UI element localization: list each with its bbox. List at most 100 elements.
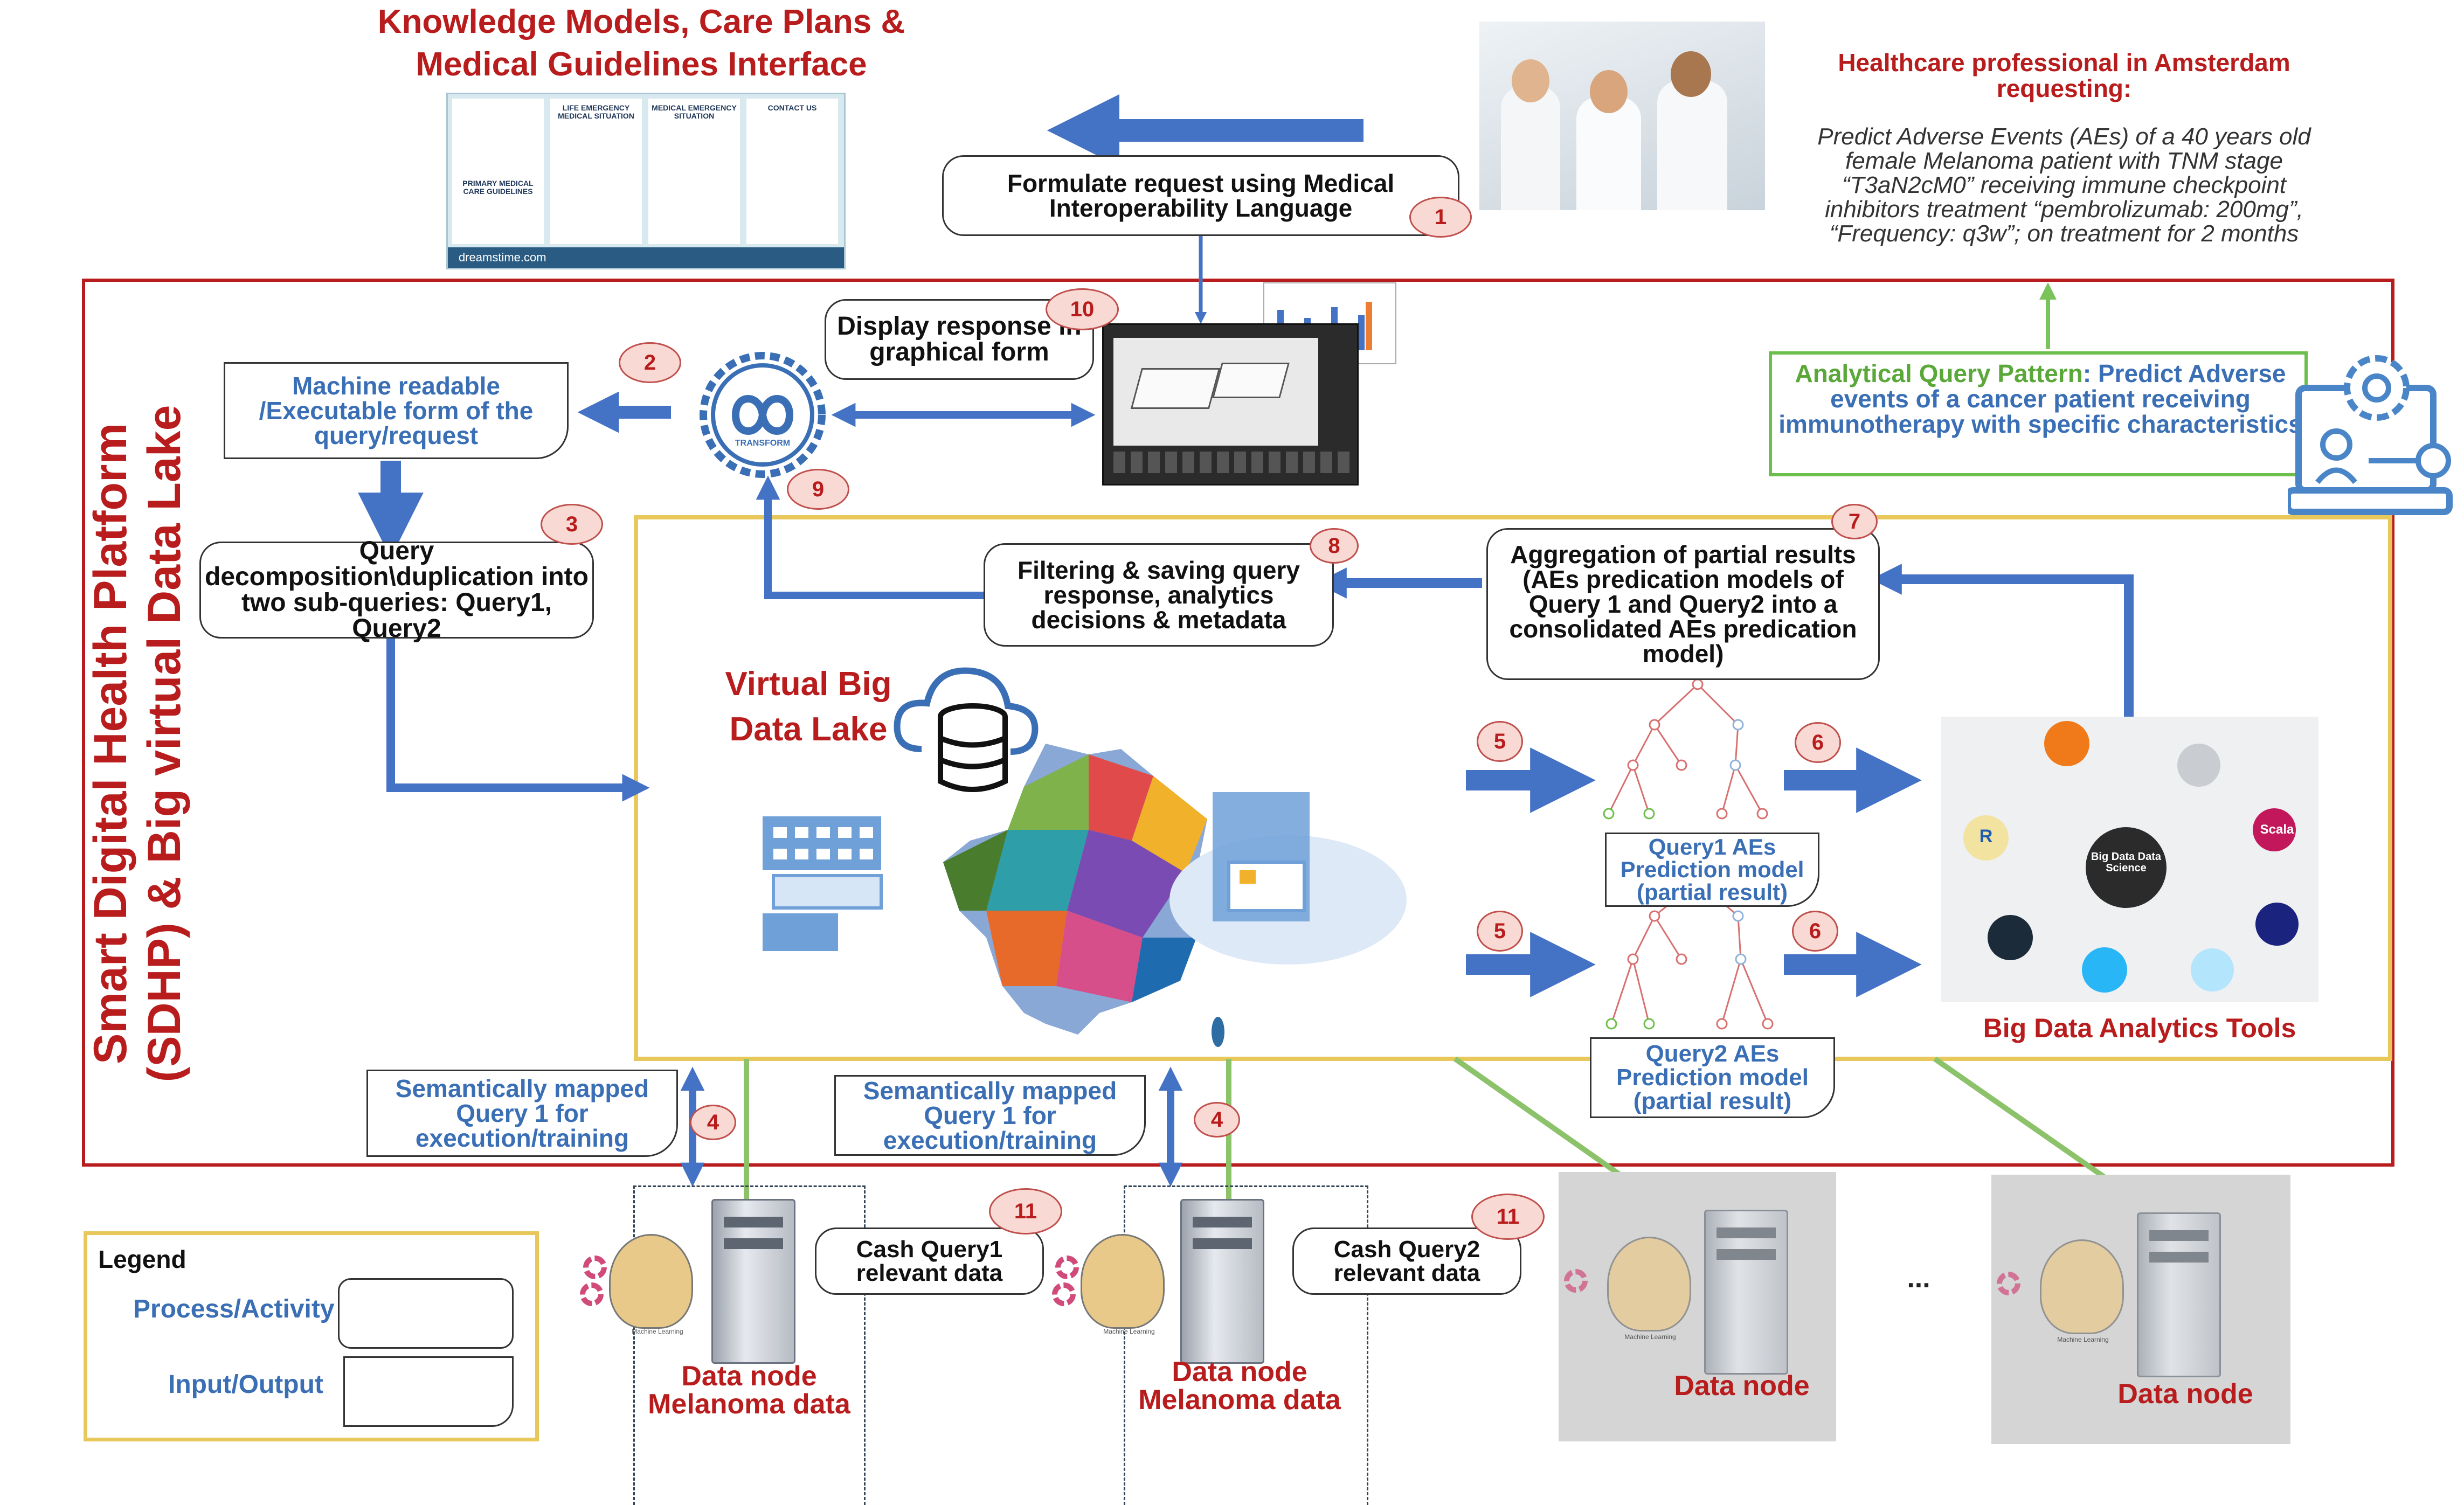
guidelines-title-line2: Medical Guidelines Interface bbox=[416, 46, 867, 84]
arrow-filtering-to-transform bbox=[756, 475, 986, 599]
step-badge-11b: 11 bbox=[1471, 1194, 1545, 1240]
legend-title: Legend bbox=[98, 1245, 186, 1273]
data-node-melanoma-2-label: Data node Melanoma data bbox=[1116, 1358, 1363, 1414]
buildings-icon-left bbox=[752, 784, 913, 956]
data-node-melanoma-2-line1: Data node bbox=[1172, 1356, 1307, 1388]
guidelines-panel-4-text: CONTACT US bbox=[767, 103, 817, 112]
scala-tool-icon: Scala bbox=[2260, 822, 2294, 837]
gear-icon-2a bbox=[1055, 1256, 1079, 1279]
step-badge-11a: 11 bbox=[989, 1188, 1062, 1234]
guidelines-panel-2-text: LIFE EMERGENCY MEDICAL SITUATION bbox=[558, 103, 634, 120]
step-badge-5b-text: 5 bbox=[1493, 919, 1506, 943]
step-badge-8-text: 8 bbox=[1328, 533, 1340, 558]
analytical-query-pattern-box[interactable]: Analytical Query Pattern: Predict Advers… bbox=[1769, 351, 2308, 476]
analytical-pattern-prefix: Analytical Query Pattern bbox=[1795, 359, 2083, 387]
virtual-data-lake-label: Virtual Big Data Lake bbox=[706, 662, 911, 752]
data-node-4-label: Data node bbox=[2117, 1378, 2253, 1410]
query2-model-box[interactable]: Query2 AEs Prediction model (partial res… bbox=[1590, 1037, 1835, 1118]
formulate-request-box[interactable]: Formulate request using Medical Interope… bbox=[942, 155, 1459, 236]
ml-caption-3: Machine Learning bbox=[1624, 1333, 1676, 1341]
guidelines-panel-1-text: PRIMARY MEDICAL CARE GUIDELINES bbox=[462, 179, 534, 196]
guidelines-panel-2: LIFE EMERGENCY MEDICAL SITUATION bbox=[550, 99, 642, 244]
step-badge-9: 9 bbox=[787, 469, 849, 510]
gear-icon-4 bbox=[1997, 1272, 2020, 1295]
query-decomposition-text: Query decomposition\duplication into two… bbox=[205, 537, 589, 643]
semantic-query-text-1: Semantically mapped Query 1 for executio… bbox=[395, 1074, 649, 1152]
gear-icon-1a bbox=[583, 1256, 607, 1279]
step-badge-7: 7 bbox=[1831, 504, 1878, 539]
step-badge-8: 8 bbox=[1310, 528, 1359, 564]
filtering-saving-box[interactable]: Filtering & saving query response, analy… bbox=[984, 543, 1334, 647]
visualization-screenshot bbox=[1102, 323, 1359, 486]
platform-label-line1: Smart Digital Health Platform bbox=[85, 423, 136, 1064]
server-icon-3 bbox=[1704, 1210, 1788, 1375]
data-node-melanoma-1-label: Data node Melanoma data bbox=[625, 1362, 873, 1418]
data-node-melanoma-2-line2: Melanoma data bbox=[1138, 1384, 1341, 1416]
machine-readable-text: Machine readable /Executable form of the… bbox=[259, 372, 534, 449]
guidelines-panel-4: CONTACT US bbox=[746, 99, 838, 244]
ml-head-icon-1 bbox=[609, 1234, 693, 1329]
query-decomposition-box[interactable]: Query decomposition\duplication into two… bbox=[199, 538, 594, 642]
step-badge-1-text: 1 bbox=[1434, 205, 1447, 229]
semantic-query-box-2[interactable]: Semantically mapped Query 1 for executio… bbox=[834, 1075, 1146, 1156]
virtual-data-lake-label-line2: Data Lake bbox=[729, 710, 888, 748]
guidelines-panel-1: PRIMARY MEDICAL CARE GUIDELINES bbox=[452, 99, 544, 244]
tree-query2 bbox=[1605, 875, 1774, 1030]
step-badge-4b: 4 bbox=[1194, 1102, 1240, 1138]
gear-icon-3 bbox=[1564, 1269, 1588, 1293]
aggregation-box[interactable]: Aggregation of partial results (AEs pred… bbox=[1486, 528, 1880, 680]
step-badge-6b-text: 6 bbox=[1809, 919, 1822, 943]
guidelines-footer-bar: dreamstime.com bbox=[448, 247, 844, 268]
ml-caption-4: Machine Learning bbox=[2057, 1336, 2109, 1343]
arrow-tools-to-aggregation bbox=[1871, 564, 2134, 717]
step-badge-4a-text: 4 bbox=[707, 1110, 719, 1134]
guidelines-panel-3-text: MEDICAL EMERGENCY SITUATION bbox=[652, 103, 737, 120]
machine-readable-box[interactable]: Machine readable /Executable form of the… bbox=[224, 362, 569, 459]
cash-query2-box[interactable]: Cash Query2 relevant data bbox=[1292, 1227, 1521, 1295]
display-response-text: Display response in graphical form bbox=[837, 312, 1082, 366]
analytics-laptop-gear-icon bbox=[2285, 350, 2458, 528]
data-node-3-panel: Machine Learning Data node bbox=[1559, 1172, 1836, 1441]
data-node-3-label: Data node bbox=[1674, 1370, 1810, 1402]
tree-query1 bbox=[1603, 678, 1768, 820]
cash-query1-box[interactable]: Cash Query1 relevant data bbox=[815, 1227, 1044, 1295]
data-node-melanoma-1-line2: Melanoma data bbox=[648, 1389, 850, 1420]
filtering-saving-text: Filtering & saving query response, analy… bbox=[1018, 556, 1300, 634]
platform-label-line2: (SDHP) & Big virtual Data Lake bbox=[139, 405, 190, 1083]
query2-model-text: Query2 AEs Prediction model (partial res… bbox=[1616, 1041, 1809, 1114]
big-data-tools-label: Big Data Analytics Tools bbox=[1983, 1013, 2296, 1043]
arrow-decomposition-to-lake bbox=[386, 636, 650, 802]
step-badge-4a: 4 bbox=[690, 1105, 736, 1140]
healthcare-request-text: Predict Adverse Events (AEs) of a 40 yea… bbox=[1817, 123, 2311, 247]
step-badge-1: 1 bbox=[1409, 197, 1472, 238]
guidelines-infographic[interactable]: PRIMARY MEDICAL CARE GUIDELINES LIFE EME… bbox=[446, 93, 846, 269]
more-nodes-ellipsis: ... bbox=[1907, 1263, 1930, 1294]
step-badge-2: 2 bbox=[619, 342, 681, 383]
step-badge-3-text: 3 bbox=[565, 512, 578, 536]
step-badge-6a: 6 bbox=[1795, 722, 1841, 763]
ml-caption-2: Machine Learning bbox=[1103, 1328, 1155, 1335]
legend-process-label: Process/Activity bbox=[133, 1295, 335, 1323]
transform-gear-icon[interactable]: TRANSFORM bbox=[698, 350, 827, 480]
ml-head-icon-2 bbox=[1081, 1234, 1165, 1329]
step-badge-11a-text: 11 bbox=[1014, 1199, 1037, 1223]
semantic-query-box-1[interactable]: Semantically mapped Query 1 for executio… bbox=[366, 1070, 678, 1157]
platform-label: Smart Digital Health Platform (SDHP) & B… bbox=[85, 393, 205, 1094]
data-node-4-panel: Machine Learning Data node bbox=[1991, 1175, 2290, 1444]
cash-query1-text: Cash Query1 relevant data bbox=[856, 1236, 1003, 1286]
query1-model-box[interactable]: Query1 AEs Prediction model (partial res… bbox=[1605, 833, 1819, 907]
ml-head-icon-3 bbox=[1607, 1237, 1691, 1331]
server-icon-2 bbox=[1180, 1199, 1264, 1364]
ml-caption-1: Machine Learning bbox=[632, 1328, 683, 1335]
gear-icon-1b bbox=[580, 1282, 604, 1306]
doctors-photo bbox=[1479, 22, 1765, 210]
gear-icon-2b bbox=[1052, 1282, 1076, 1306]
semantic-query-text-2: Semantically mapped Query 1 for executio… bbox=[863, 1077, 1117, 1154]
legend-box: Legend Process/Activity Input/Output bbox=[84, 1231, 539, 1441]
guidelines-footer-text: dreamstime.com bbox=[459, 251, 546, 264]
step-badge-10-text: 10 bbox=[1070, 297, 1095, 321]
data-node-melanoma-1-frame bbox=[633, 1185, 866, 1505]
big-data-center-label: Big Data Data Science bbox=[2091, 851, 2162, 874]
step-badge-3: 3 bbox=[541, 504, 603, 545]
guidelines-title: Knowledge Models, Care Plans & Medical G… bbox=[345, 4, 938, 82]
